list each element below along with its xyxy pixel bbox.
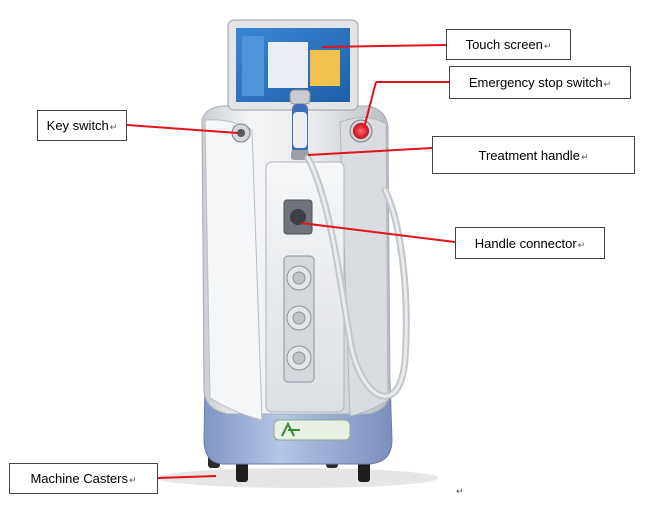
emergency-stop-control <box>349 119 373 143</box>
return-mark: ↵ <box>109 122 118 132</box>
leader-key-switch <box>126 124 239 134</box>
callout-label: Handle connector <box>474 235 577 251</box>
callout-emergency-stop: Emergency stop switch↵ <box>449 66 631 99</box>
callout-label: Machine Casters <box>30 471 128 486</box>
brand-logo-mark <box>281 421 300 437</box>
leader-lines <box>126 44 456 479</box>
leader-handle-connector <box>300 222 456 243</box>
callout-handle-connector: Handle connector↵ <box>455 227 605 259</box>
return-mark: ↵ <box>577 239 586 250</box>
leader-machine-casters <box>157 475 217 479</box>
callout-label: Key switch <box>46 118 109 133</box>
return-mark: ↵ <box>603 79 612 89</box>
callout-machine-casters: Machine Casters↵ <box>9 463 158 494</box>
callout-label: Treatment handle <box>478 147 580 163</box>
callout-treatment-handle: Treatment handle↵ <box>432 136 635 174</box>
return-mark: ↵ <box>543 41 552 51</box>
leader-treatment-handle <box>307 147 433 156</box>
callout-key-switch: Key switch↵ <box>37 110 127 141</box>
callout-label: Emergency stop switch <box>468 75 603 90</box>
treatment-handle-shape <box>289 89 311 160</box>
callout-label: Touch screen <box>465 37 543 52</box>
return-mark: ↵ <box>129 475 137 485</box>
leader-emergency-stop <box>363 81 377 129</box>
paragraph-return-mark: ↵ <box>456 486 464 496</box>
vent-grilles <box>283 255 315 383</box>
left-side-panel <box>204 119 263 421</box>
floor-shadow <box>158 468 438 488</box>
return-mark: ↵ <box>580 151 589 162</box>
leader-touch-screen <box>321 44 447 48</box>
callout-touch-screen: Touch screen↵ <box>446 29 571 60</box>
